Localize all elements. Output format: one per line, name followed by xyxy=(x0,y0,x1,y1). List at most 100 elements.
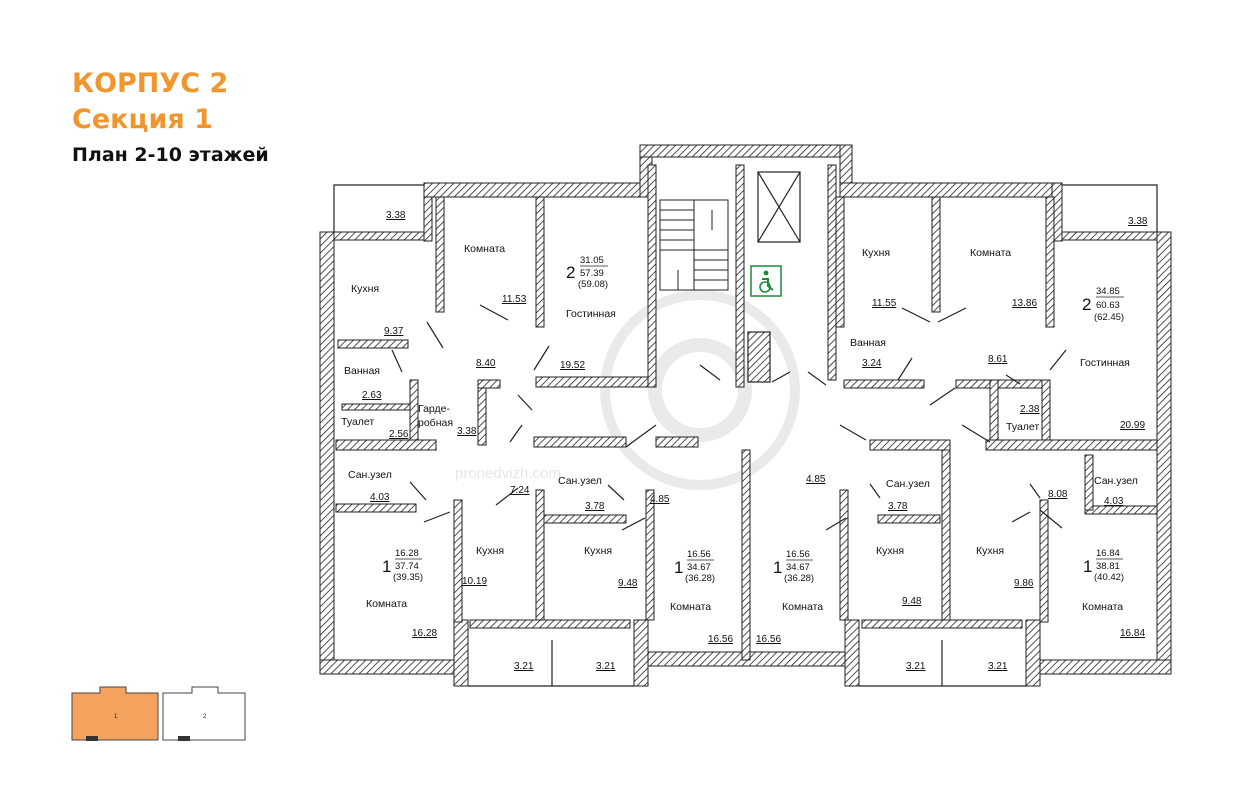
apartment-rooms: 1 xyxy=(674,558,683,577)
apartment-total: 34.67 xyxy=(786,562,810,573)
hall-area: 7.24 xyxy=(510,485,530,496)
living-label: Гостинная xyxy=(566,308,616,320)
room-area: 11.53 xyxy=(502,294,527,305)
stairs-icon xyxy=(659,199,729,291)
loggia-area: 3.21 xyxy=(988,661,1008,672)
kitchen-label: Кухня xyxy=(862,247,890,259)
doors xyxy=(391,304,1067,531)
kitchen-label: Кухня xyxy=(476,545,504,557)
apartment-with-balcony: (40.42) xyxy=(1094,572,1124,583)
loggia-area: 3.21 xyxy=(514,661,534,672)
kitchen-area: 9.37 xyxy=(384,326,404,337)
bath-area: 2.63 xyxy=(362,390,382,401)
apartment-living: 16.56 xyxy=(786,549,810,560)
apartment-living: 34.85 xyxy=(1096,286,1120,297)
kitchen-label: Кухня xyxy=(351,283,379,295)
toilet-label: Туалет xyxy=(341,416,374,428)
apartment-total: 34.67 xyxy=(687,562,711,573)
apartment-rooms: 2 xyxy=(566,263,575,282)
hall-area: 8.40 xyxy=(476,358,496,369)
apartment-with-balcony: (36.28) xyxy=(784,573,814,584)
kitchen-area: 9.48 xyxy=(902,596,922,607)
loggia-area: 3.21 xyxy=(596,661,616,672)
apartment-total: 60.63 xyxy=(1096,300,1120,311)
room-area: 16.56 xyxy=(756,634,781,645)
apartment-marker-a: 2 31.05 57.39 (59.08) xyxy=(566,255,608,290)
balcony-area-tr: 3.38 xyxy=(1128,216,1148,227)
room-area: 16.28 xyxy=(412,628,437,639)
sanuzel-label: Сан.узел xyxy=(348,469,392,481)
apartment-rooms: 1 xyxy=(382,557,391,576)
apartment-marker-4: 1 16.84 38.81 (40.42) xyxy=(1083,548,1124,583)
apartment-rooms: 1 xyxy=(773,558,782,577)
hall-area: 4.85 xyxy=(806,474,826,485)
apartment-living: 16.84 xyxy=(1096,548,1120,559)
apartment-rooms: 1 xyxy=(1083,557,1092,576)
watermark-text: pronedvizh.com xyxy=(455,465,561,482)
balconies xyxy=(333,184,1158,687)
sanuzel-label: Сан.узел xyxy=(886,478,930,490)
watermark: pronedvizh.com xyxy=(455,290,800,490)
inner-walls xyxy=(335,164,1158,661)
bath-area: 3.24 xyxy=(862,358,882,369)
section-title: Секция 1 xyxy=(72,104,213,135)
outer-walls xyxy=(319,144,1172,687)
sanuzel-area: 4.03 xyxy=(370,492,390,503)
apartment-total: 57.39 xyxy=(580,268,604,279)
apartment-with-balcony: (39.35) xyxy=(393,572,423,583)
apartment-with-balcony: (59.08) xyxy=(578,279,608,290)
loggia-area: 3.21 xyxy=(906,661,926,672)
bath-label: Ванная xyxy=(850,337,886,349)
room-area: 16.56 xyxy=(708,634,733,645)
sanuzel-area: 4.03 xyxy=(1104,496,1124,507)
kitchen-area: 10.19 xyxy=(462,576,487,587)
apartment-total: 38.81 xyxy=(1096,561,1120,572)
minimap-label-1: 1 xyxy=(114,714,118,720)
room-label: Комната xyxy=(782,601,823,613)
apartment-marker-3: 1 16.56 34.67 (36.28) xyxy=(773,549,814,584)
room-label: Комната xyxy=(670,601,711,613)
kitchen-label: Кухня xyxy=(976,545,1004,557)
kitchen-area: 11.55 xyxy=(872,298,897,309)
hall-area: 8.08 xyxy=(1048,489,1068,500)
apartment-rooms: 2 xyxy=(1082,295,1091,314)
apartment-living: 16.28 xyxy=(395,548,419,559)
living-area: 20.99 xyxy=(1120,420,1145,431)
minimap-section-1 xyxy=(71,686,159,741)
room-label: Комната xyxy=(970,247,1011,259)
apartment-living: 16.56 xyxy=(687,549,711,560)
title-block: КОРПУС 2 Секция 1 План 2-10 этажей xyxy=(72,66,269,170)
room-label: Комната xyxy=(1082,601,1123,613)
apartment-total: 37.74 xyxy=(395,561,419,572)
kitchen-label: Кухня xyxy=(584,545,612,557)
apartment-living: 31.05 xyxy=(580,255,604,266)
plan-title: План 2-10 этажей xyxy=(72,144,269,166)
kitchen-area: 9.86 xyxy=(1014,578,1034,589)
room-area: 16.84 xyxy=(1120,628,1145,639)
toilet-label: Туалет xyxy=(1006,421,1039,433)
living-label: Гостинная xyxy=(1080,357,1130,369)
sanuzel-label: Сан.узел xyxy=(1094,475,1138,487)
kitchen-label: Кухня xyxy=(876,545,904,557)
room-label: Комната xyxy=(464,243,505,255)
room-area: 13.86 xyxy=(1012,298,1037,309)
sanuzel-area: 3.78 xyxy=(888,501,908,512)
apartment-marker-b: 2 34.85 60.63 (62.45) xyxy=(1082,286,1124,323)
wardrobe-label-2: робная xyxy=(418,417,453,429)
apartment-with-balcony: (62.45) xyxy=(1094,312,1124,323)
building-title: КОРПУС 2 xyxy=(72,68,229,99)
room-labels: 3.38 3.38 Комната 11.53 Кухня 9.37 8.40 … xyxy=(341,210,1148,672)
apartment-marker-1: 1 16.28 37.74 (39.35) xyxy=(382,548,423,583)
room-label: Комната xyxy=(366,598,407,610)
bath-label: Ванная xyxy=(344,365,380,377)
sanuzel-area: 3.78 xyxy=(585,501,605,512)
apartment-marker-2: 1 16.56 34.67 (36.28) xyxy=(674,549,715,584)
minimap-section-2 xyxy=(162,686,246,741)
kitchen-area: 9.48 xyxy=(618,578,638,589)
living-area: 19.52 xyxy=(560,360,585,371)
apartment-with-balcony: (36.28) xyxy=(685,573,715,584)
wardrobe-label-1: Гарде- xyxy=(418,403,451,415)
wheelchair-icon xyxy=(750,265,782,297)
hall-area: 8.61 xyxy=(988,354,1008,365)
